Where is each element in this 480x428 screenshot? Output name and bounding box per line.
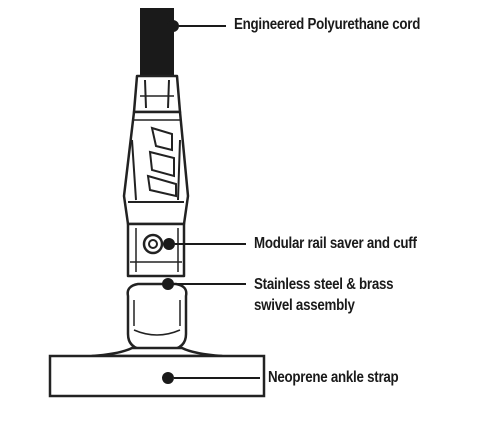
- neoprene-ankle-strap: [48, 354, 266, 398]
- callout-rail-saver-label: Modular rail saver and cuff: [254, 235, 417, 252]
- callout-swivel-marker: [162, 278, 246, 290]
- callout-rail-saver-marker: [163, 238, 246, 250]
- callout-cord-label: Engineered Polyurethane cord: [234, 16, 421, 33]
- callout-cord-marker: [167, 20, 226, 32]
- cuff-collar: [132, 74, 182, 114]
- callout-swivel-label-line2: swivel assembly: [254, 297, 355, 314]
- callout-swivel-label-line1: Stainless steel & brass: [254, 276, 394, 293]
- cord: [140, 8, 174, 78]
- swivel-assembly: [126, 282, 188, 352]
- callout-strap-marker: [162, 372, 260, 384]
- logo-emboss: [146, 126, 177, 198]
- callout-strap-label: Neoprene ankle strap: [268, 369, 399, 386]
